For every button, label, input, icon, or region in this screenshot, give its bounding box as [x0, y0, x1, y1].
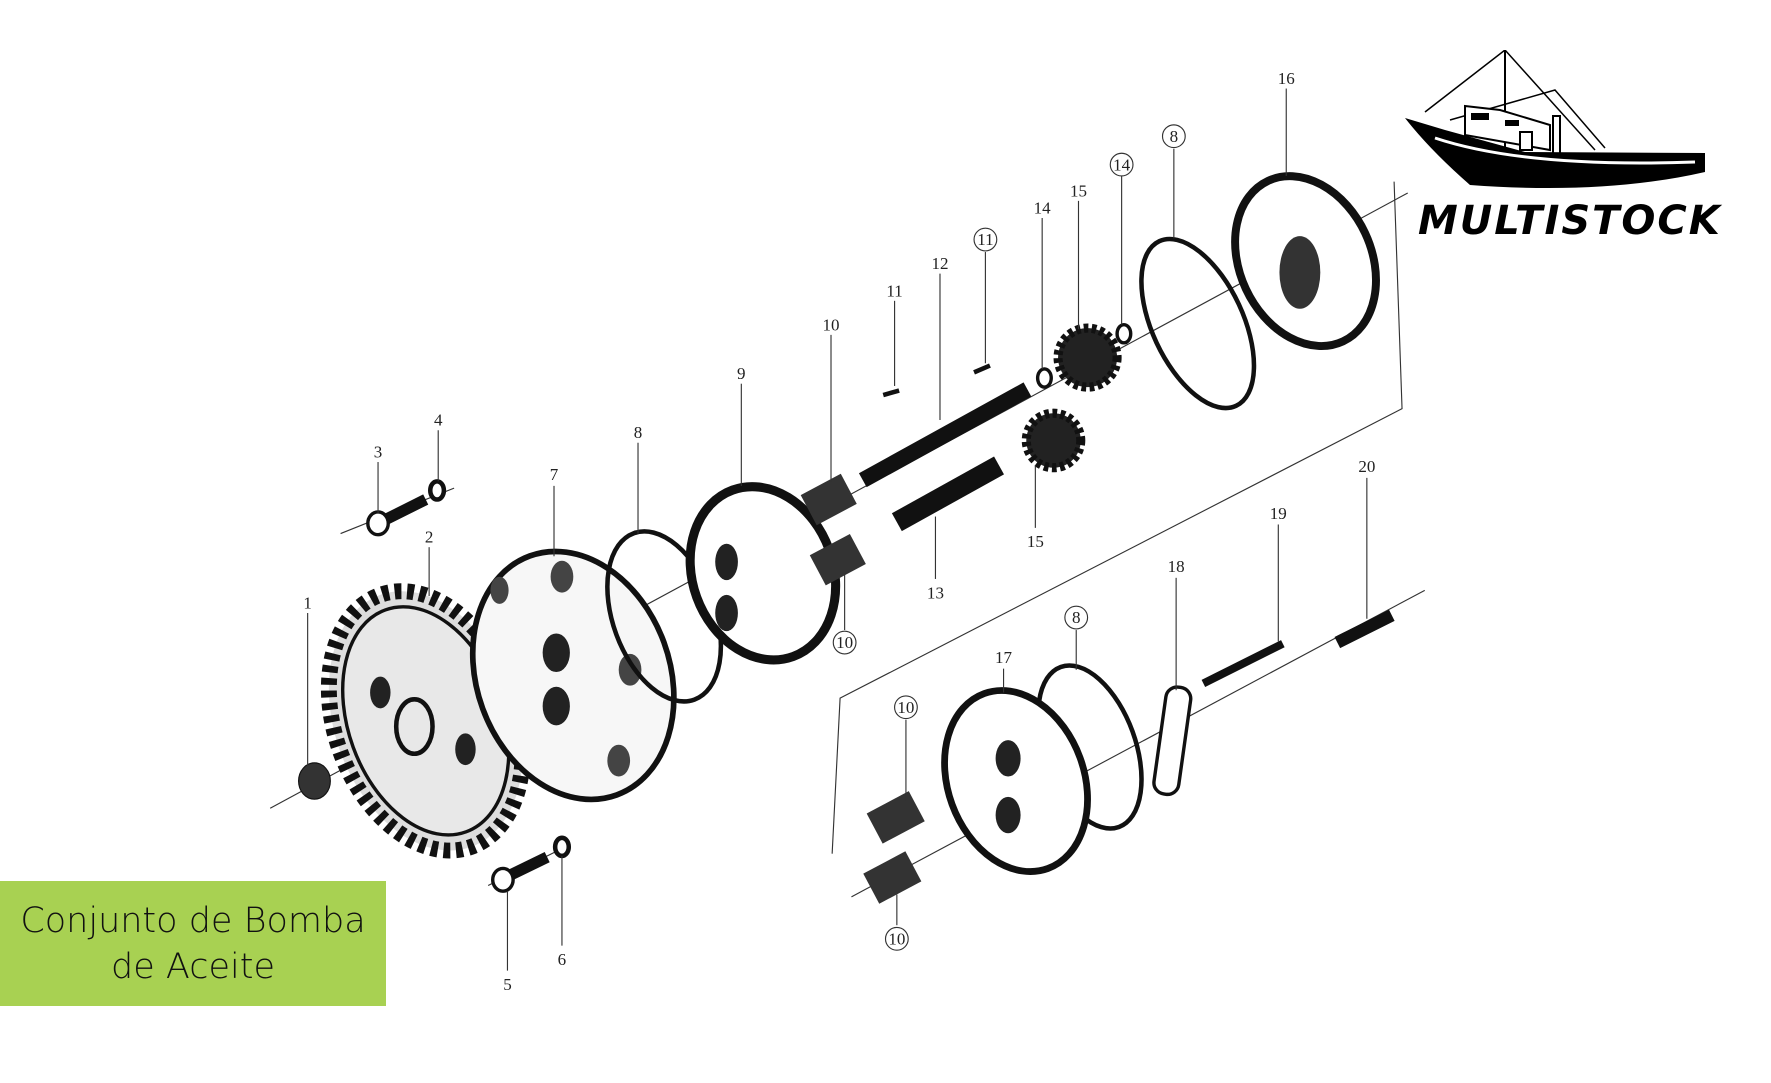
pump-cover: [469, 548, 677, 803]
idler-shaft: [891, 456, 1004, 532]
bolt-5: [490, 851, 550, 893]
snap-ring: [1035, 367, 1053, 389]
part-label: 11: [886, 281, 902, 300]
bushing: [863, 851, 922, 904]
part-label: 14: [1034, 198, 1052, 217]
leader-lines: [307, 88, 1368, 971]
part-label: 15: [1027, 532, 1044, 551]
part-label: 9: [737, 364, 746, 383]
part-label: 17: [995, 648, 1013, 667]
part-label: 15: [1070, 181, 1087, 200]
diagram-title: Conjunto de Bomba de Aceite: [20, 900, 366, 987]
part-label-circled: 8: [1170, 127, 1179, 146]
nut: [298, 762, 331, 800]
part-label: 19: [1270, 504, 1287, 523]
lower-pump-body: [941, 687, 1091, 875]
part-label-circled: 10: [897, 698, 914, 717]
bushing: [866, 791, 925, 844]
part-label-circled: 11: [977, 230, 993, 249]
pin: [882, 388, 900, 398]
bushing: [809, 533, 866, 586]
part-label: 6: [558, 950, 567, 969]
part-label: 16: [1278, 69, 1295, 88]
part-label: 5: [503, 975, 512, 994]
part-label: 20: [1358, 457, 1375, 476]
bolt-3: [366, 494, 429, 537]
part-label: 7: [550, 465, 559, 484]
pin: [973, 363, 991, 375]
part-label: 18: [1168, 557, 1185, 576]
part-label-circled: 10: [836, 633, 853, 652]
part-label-circled: 10: [888, 930, 905, 949]
brand-name: MULTISTOCK: [1418, 198, 1722, 244]
washer-4: [427, 479, 447, 502]
bushing: [800, 473, 857, 526]
pump-gear: [1021, 408, 1086, 473]
long-bolt: [1201, 640, 1285, 687]
fishing-boat-icon: [1405, 50, 1705, 189]
part-label-circled: 14: [1113, 155, 1131, 174]
part-label: 4: [434, 411, 443, 430]
part-label: 12: [931, 254, 948, 273]
washer-6: [552, 835, 572, 859]
part-label: 8: [634, 423, 643, 442]
link-plate: [1152, 685, 1193, 797]
pump-gear: [1053, 323, 1122, 392]
part-label: 3: [374, 442, 383, 461]
o-ring: [1139, 236, 1257, 411]
dowel-pin: [1334, 609, 1395, 649]
title-banner: Conjunto de Bomba de Aceite: [0, 881, 386, 1006]
end-plate: [1231, 172, 1380, 351]
part-label-circled: 8: [1072, 608, 1081, 627]
part-label: 2: [425, 528, 434, 547]
part-label: 13: [927, 583, 944, 602]
part-label: 1: [303, 593, 312, 612]
snap-ring: [1115, 322, 1133, 345]
part-labels: 1 2 3 4 5 6 7 8 9 10 11 12 11 14 15 14 8…: [303, 69, 1375, 994]
drive-shaft: [858, 382, 1032, 488]
part-label: 10: [822, 315, 839, 334]
